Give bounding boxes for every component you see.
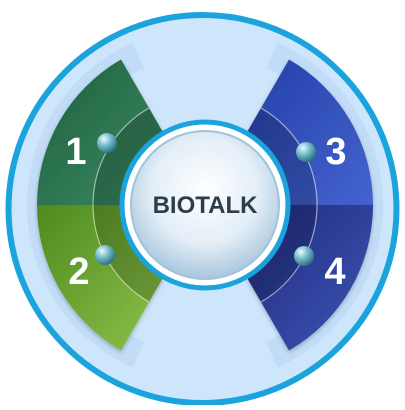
- segment-1-bead: [97, 133, 117, 153]
- segment-layer: 1 2 3 4: [37, 59, 373, 351]
- segment-2: 2: [37, 204, 163, 351]
- center-label: BIOTALK: [153, 192, 259, 219]
- segment-3-bead: [296, 142, 316, 162]
- segment-2-wedge: [37, 205, 163, 351]
- segment-3-number: 3: [325, 131, 346, 173]
- center-circle: [130, 130, 280, 280]
- segment-3-wedge: [247, 59, 373, 205]
- segment-1-wedge: [37, 59, 163, 205]
- segment-1-number: 1: [65, 131, 86, 173]
- segment-4-bead: [294, 246, 314, 266]
- segment-2-bead: [95, 245, 115, 265]
- segment-3-inner-band: [247, 108, 317, 205]
- segment-4-inner-band: [247, 205, 317, 302]
- segment-4-wedge: [247, 205, 373, 351]
- segment-1: 1: [37, 59, 163, 206]
- segment-1-inner-band: [93, 108, 163, 205]
- segment-2-inner-band: [93, 205, 163, 302]
- segment-4-number: 4: [324, 251, 345, 293]
- segment-3: 3: [247, 59, 373, 206]
- segment-4: 4: [247, 204, 373, 351]
- segment-2-number: 2: [68, 251, 89, 293]
